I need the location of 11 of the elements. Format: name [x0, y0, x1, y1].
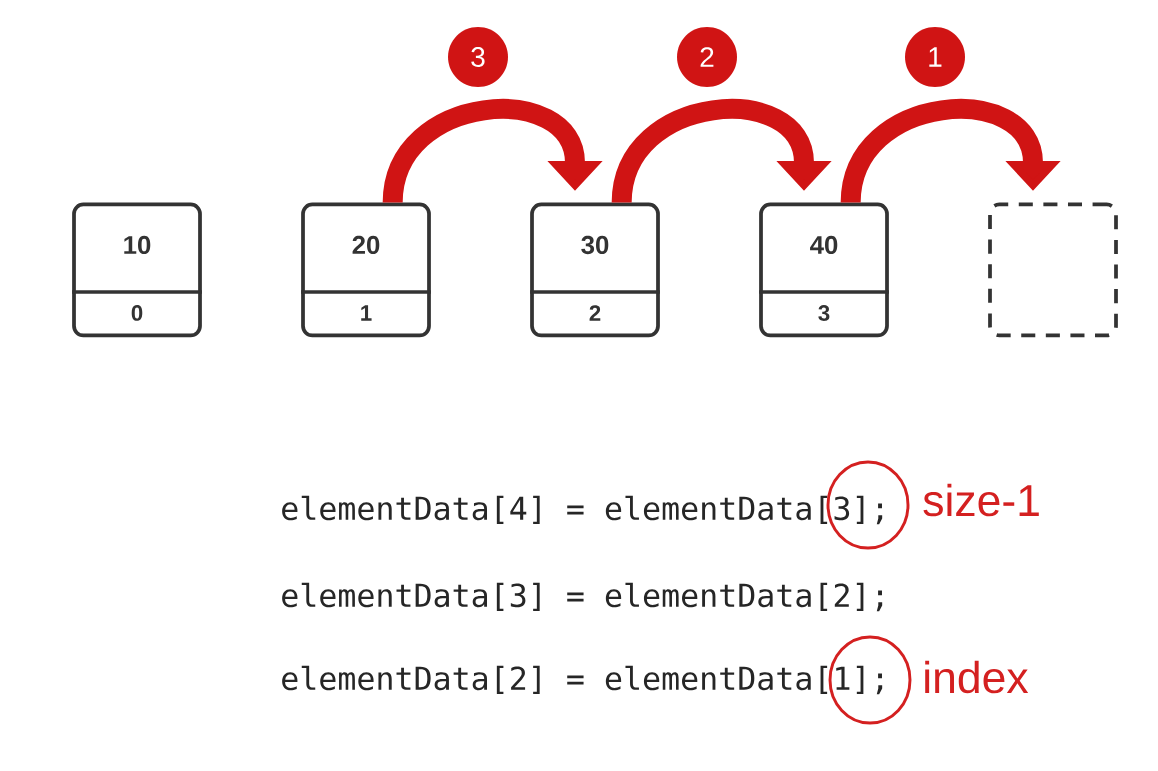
array-cell: 40 3 — [759, 202, 889, 338]
step-badge: 1 — [905, 27, 965, 87]
array-cell: 10 0 — [72, 202, 202, 338]
array-cell: 30 2 — [530, 202, 660, 338]
step-badge: 3 — [448, 27, 508, 87]
empty-cell — [988, 202, 1118, 338]
handwritten-note: index — [925, 660, 1029, 694]
step-badge: 2 — [677, 27, 737, 87]
code-line: elementData[3] = elementData[2]; — [282, 582, 883, 612]
array-cell: 20 1 — [301, 202, 431, 338]
handwritten-note: size-1 — [923, 483, 1039, 517]
